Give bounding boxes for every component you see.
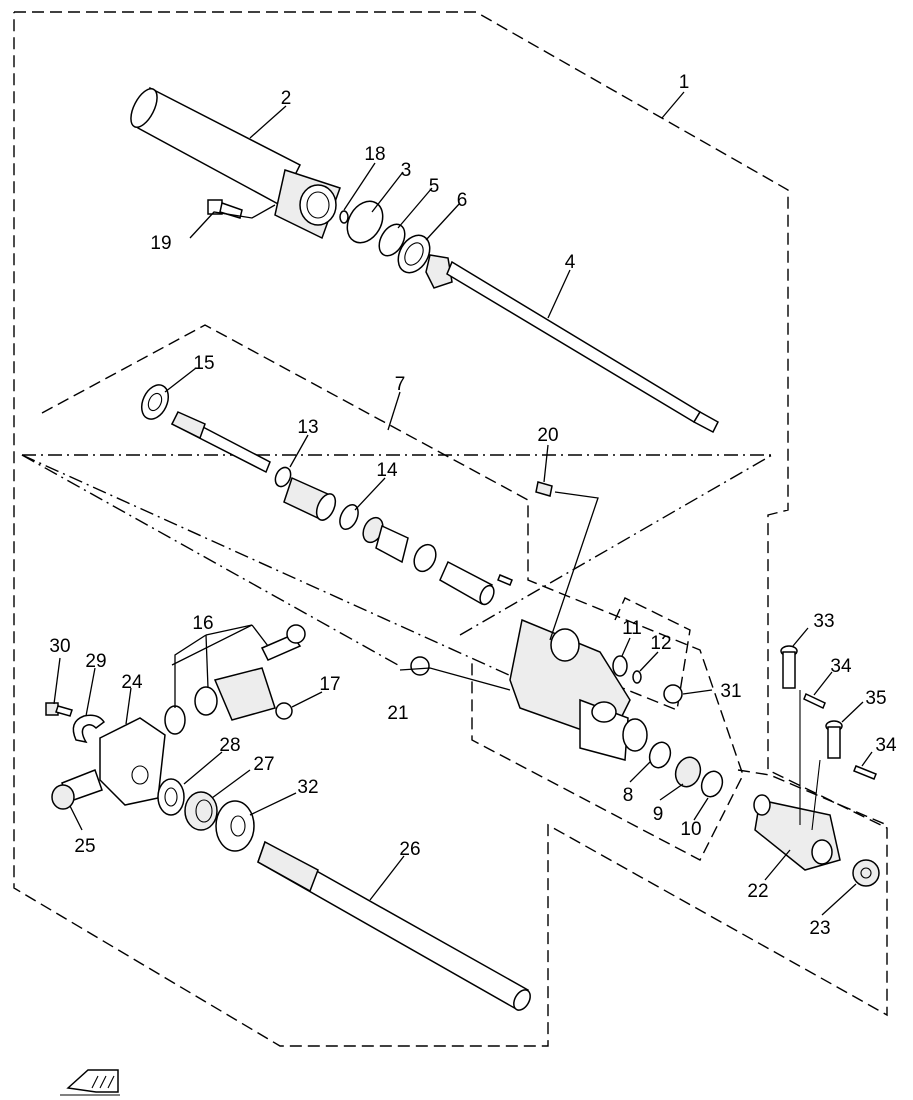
callout-23: 23 <box>809 918 830 939</box>
cylinder-tube <box>130 86 341 240</box>
callout-1: 1 <box>679 72 690 93</box>
callout-5: 5 <box>429 176 440 197</box>
callout-labels: 1 2 3 4 5 6 7 8 9 10 11 12 13 14 15 16 1… <box>49 72 897 939</box>
nut-21 <box>410 656 430 676</box>
callout-31: 31 <box>720 681 741 702</box>
seal-11 <box>612 655 628 677</box>
pin-25 <box>51 769 103 810</box>
ball-joint-16 <box>164 624 306 735</box>
clevis-bracket-22 <box>753 794 841 871</box>
callout-35: 35 <box>865 688 886 709</box>
washer-8 <box>648 741 672 769</box>
washer-28 <box>157 778 185 816</box>
callout-29: 29 <box>85 651 106 672</box>
callout-12: 12 <box>650 633 671 654</box>
washer-32 <box>215 800 255 852</box>
bolt-30 <box>45 702 73 717</box>
o-ring-12 <box>632 670 642 684</box>
callout-28: 28 <box>219 735 240 756</box>
callout-34a: 34 <box>830 656 852 677</box>
callout-24: 24 <box>121 672 143 693</box>
bushing-9 <box>674 756 702 788</box>
valve-stem <box>170 411 271 474</box>
callout-27: 27 <box>253 754 274 775</box>
callout-19: 19 <box>150 233 171 254</box>
callout-13: 13 <box>297 417 318 438</box>
nut-27 <box>184 791 218 831</box>
nut-23 <box>852 859 880 887</box>
pin-33 <box>780 645 801 825</box>
seal-group-outline <box>614 597 691 711</box>
callout-21: 21 <box>387 703 408 724</box>
callout-20: 20 <box>537 425 558 446</box>
callout-3: 3 <box>401 160 412 181</box>
callout-30: 30 <box>49 636 70 657</box>
ring-10 <box>700 770 724 798</box>
bracket-group-outline <box>737 769 888 826</box>
o-ring-18 <box>339 210 349 224</box>
callout-11: 11 <box>622 618 642 639</box>
cap-31 <box>663 684 683 704</box>
o-ring-13 <box>274 466 292 488</box>
callout-9: 9 <box>653 804 664 825</box>
valve-spool <box>283 476 337 522</box>
callout-8: 8 <box>623 785 634 806</box>
seal-15 <box>140 384 170 420</box>
callout-6: 6 <box>457 190 468 211</box>
callout-10: 10 <box>680 819 701 840</box>
callout-14: 14 <box>376 460 398 481</box>
piston-rod-4 <box>425 254 719 434</box>
assembly-outline-1 <box>13 11 888 1047</box>
o-ring-14 <box>339 503 359 531</box>
callout-2: 2 <box>281 88 292 109</box>
bolt-19 <box>207 199 243 219</box>
o-ring-3 <box>346 200 384 244</box>
bracket-24 <box>99 717 166 806</box>
callout-32: 32 <box>297 777 318 798</box>
seal-6 <box>397 234 431 274</box>
linkage-group-line <box>21 454 773 681</box>
leader-lines <box>53 91 873 916</box>
clip-29 <box>72 714 106 744</box>
callout-34b: 34 <box>875 735 897 756</box>
callout-25: 25 <box>74 836 95 857</box>
screw-20 <box>535 481 553 497</box>
nut-17 <box>275 702 293 720</box>
cotter-pin-34b <box>853 765 877 780</box>
threaded-rod-26 <box>257 840 531 1012</box>
callout-26: 26 <box>399 839 420 860</box>
callout-4: 4 <box>565 252 576 273</box>
spring-assembly <box>362 516 437 573</box>
callout-7: 7 <box>395 374 406 395</box>
sub-assembly-outline-7 <box>22 324 772 861</box>
valve-body <box>509 618 648 761</box>
pin-35 <box>811 720 843 831</box>
grease-icon <box>60 1069 120 1096</box>
callout-18: 18 <box>364 144 385 165</box>
valve-sleeve <box>439 560 513 606</box>
callout-22: 22 <box>747 881 768 902</box>
callout-33: 33 <box>813 611 834 632</box>
callout-15: 15 <box>193 353 214 374</box>
cotter-pin-34a <box>803 692 826 710</box>
callout-17: 17 <box>319 674 340 695</box>
callout-16: 16 <box>192 613 213 634</box>
